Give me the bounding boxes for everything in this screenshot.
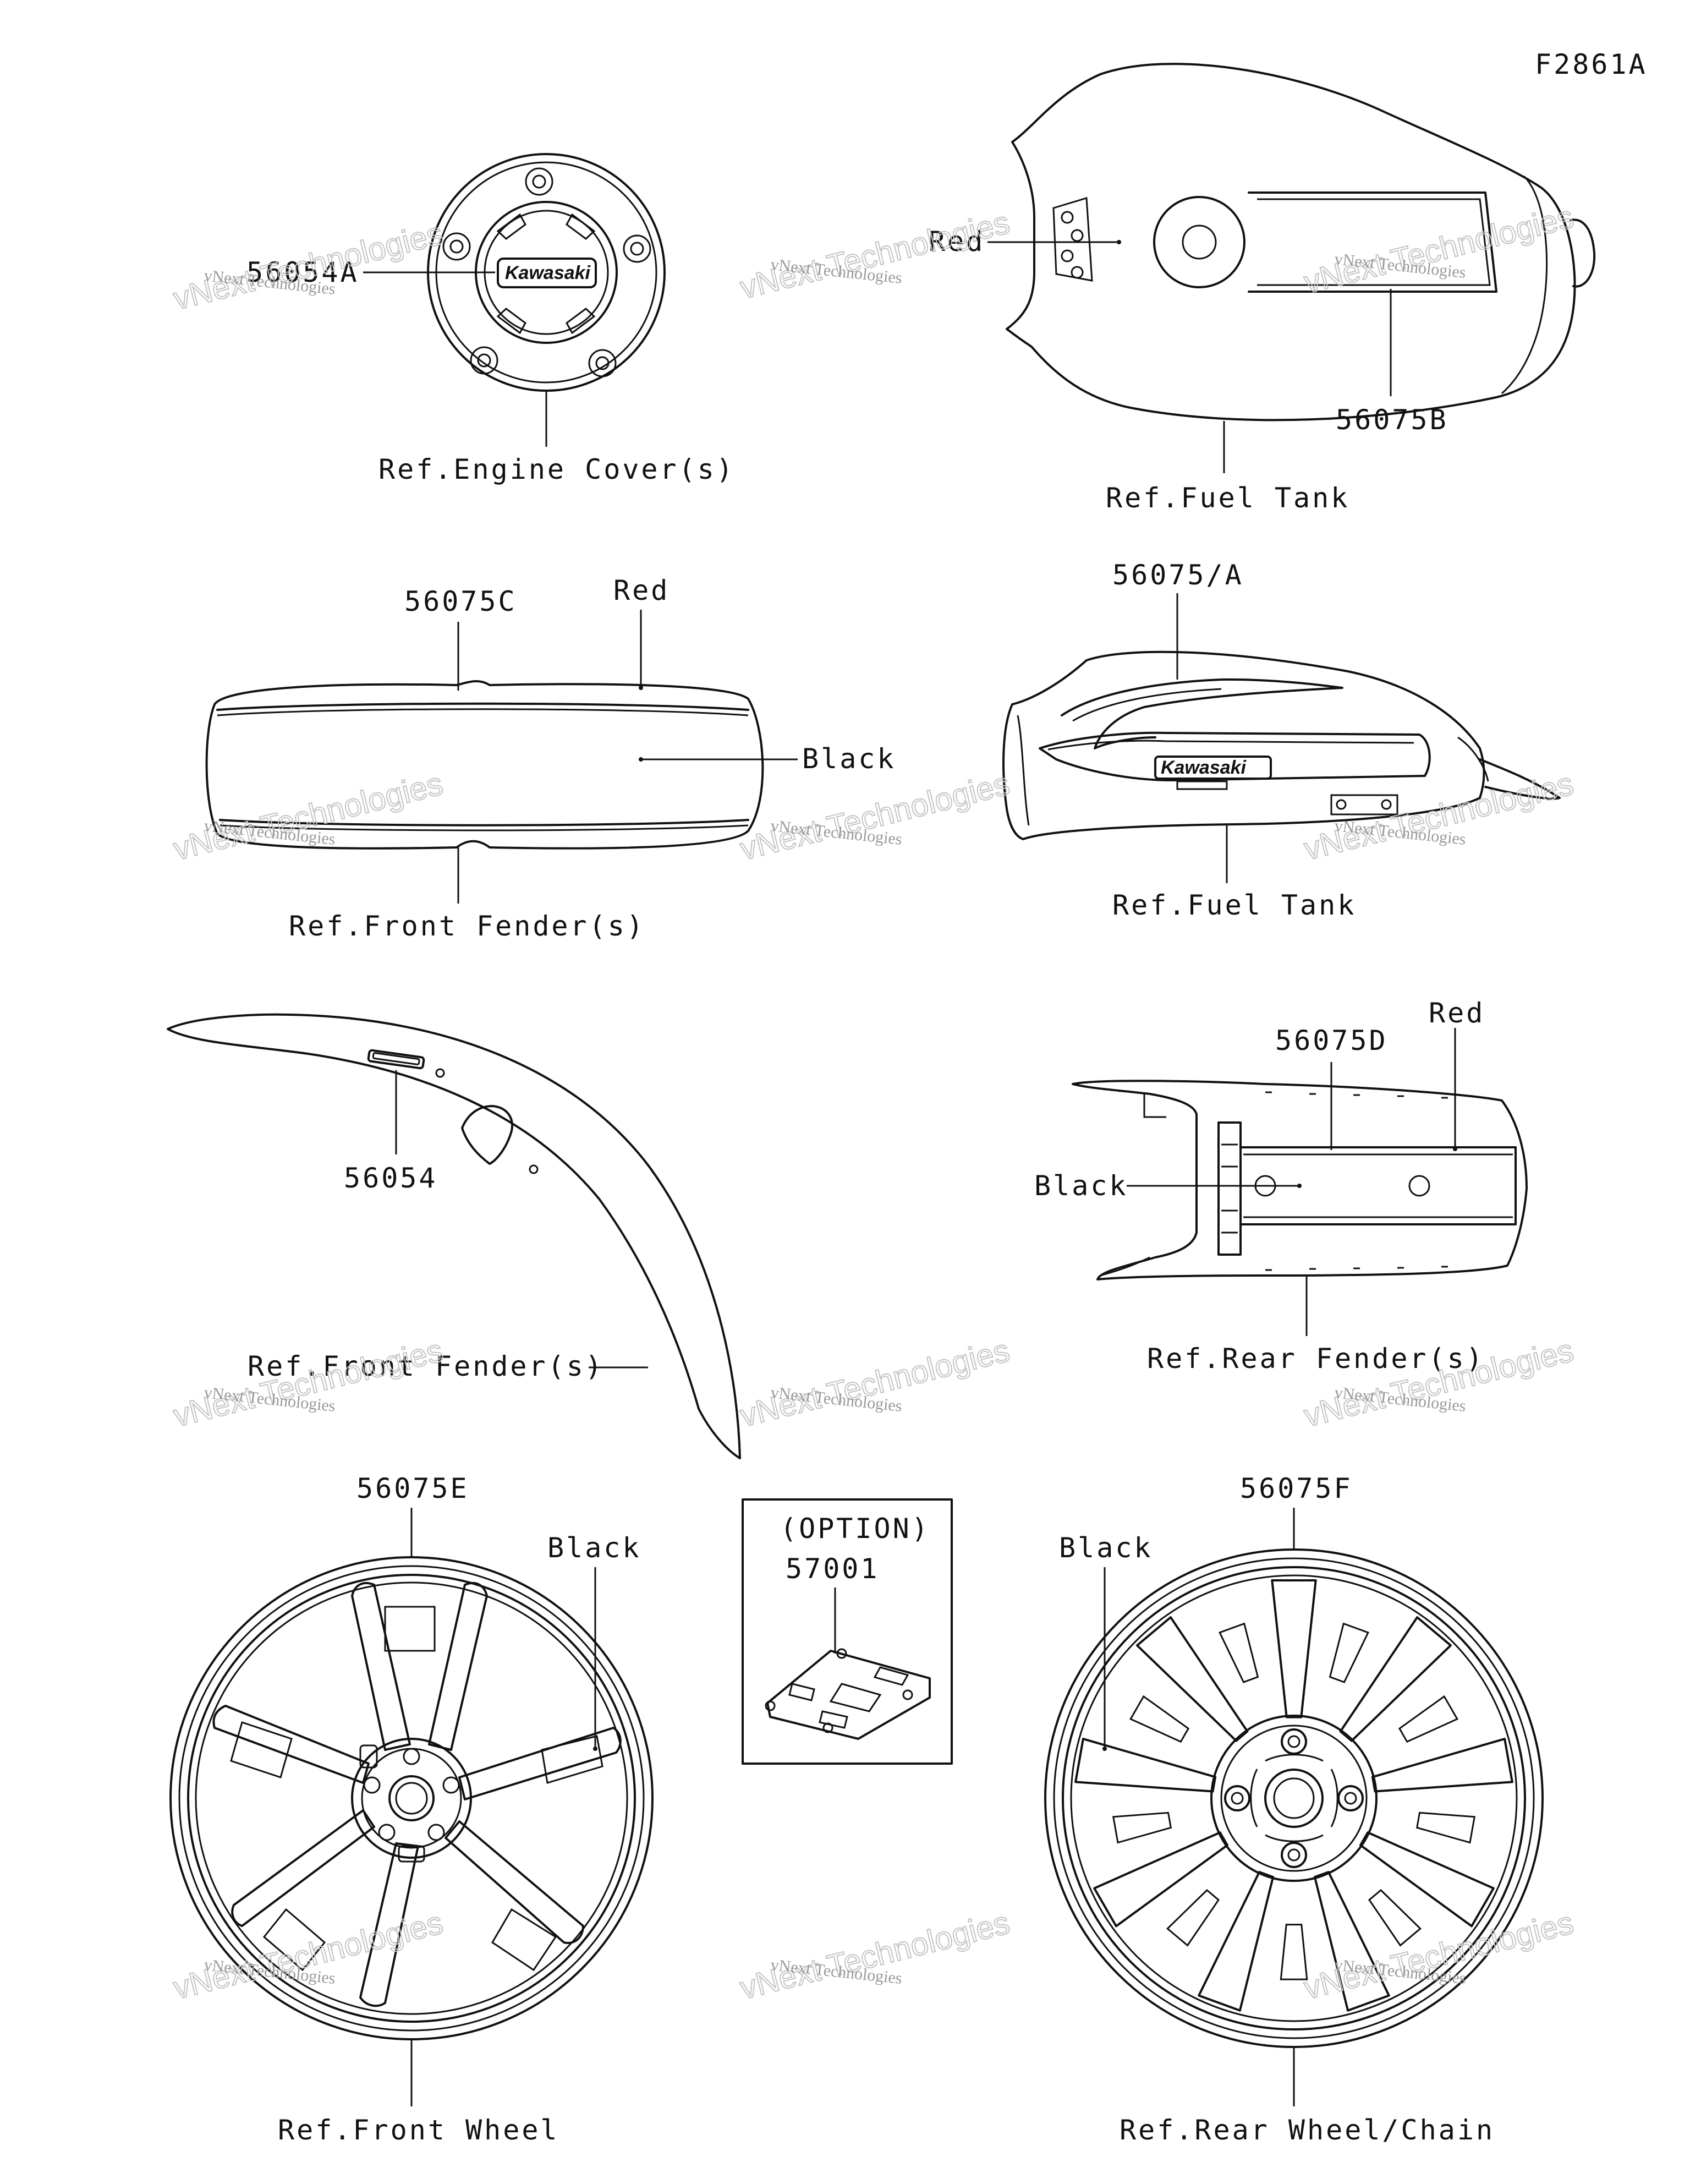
option-title-label: (OPTION) [780,1513,930,1545]
rear-fender-red-label: Red [1429,997,1485,1029]
rear-wheel-part-label: 56075F [1240,1473,1353,1504]
rear-wheel-spoke [1371,1738,1513,1793]
option-box [742,1498,953,1765]
front-fender-top-black-label: Black [802,743,896,775]
front-wheel-part-label: 56075E [356,1473,469,1504]
fuel-tank-side-drawing: Kawasaki [1002,650,1561,840]
tank-side-part-label: 56075/A [1112,559,1244,591]
front-fender-top-red-label: Red [613,574,670,606]
watermark-large-text: vNext Technologies [170,1904,447,2006]
watermark-large-text: vNext Technologies [737,765,1013,867]
watermark-large-text: vNext Technologies [170,1332,447,1433]
fuel-tank-top-drawing [1006,63,1596,422]
figure-code: F2861A [1535,48,1648,80]
engine-cover-part-label: 56054A [246,256,359,288]
watermark-large-text: vNext Technologies [170,215,447,316]
rear-fender-black-label: Black [1034,1170,1128,1202]
tank-top-part-label: 56075B [1336,404,1448,436]
watermark-large-text: vNext Technologies [1301,765,1577,867]
watermark-large-text: vNext Technologies [737,1904,1013,2006]
rear-wheel-window-pad [1112,1811,1172,1844]
front-fender-side-drawing [167,1013,741,1459]
rear-wheel-drawing [1044,1548,1544,2048]
engine-cover-logo: Kawasaki [505,262,591,283]
rear-wheel-spoke [1359,1831,1495,1928]
rear-wheel-spoke [1271,1579,1317,1718]
rear-wheel-window-pad [1166,1889,1220,1947]
watermark-large-text: vNext Technologies [737,1332,1013,1433]
watermark-large-text: vNext Technologies [1301,1904,1577,2006]
front-fender-top-part-label: 56075C [404,585,517,617]
rear-wheel-spoke [1093,1831,1228,1928]
rear-fender-ref-label: Ref.Rear Fender(s) [1147,1343,1485,1375]
tank-top-color-label: Red [929,226,985,258]
front-fender-top-drawing [205,680,764,850]
rear-wheel-window-pad [1129,1695,1190,1743]
rear-wheel-window-pad [1398,1695,1459,1743]
front-fender-side-part-label: 56054 [344,1162,438,1194]
engine-cover-ref-label: Ref.Engine Cover(s) [378,453,735,485]
rear-wheel-window-pad [1415,1811,1476,1844]
front-wheel-ref-label: Ref.Front Wheel [278,2114,559,2146]
option-part-label: 57001 [786,1553,880,1585]
tank-side-logo: Kawasaki [1161,757,1247,778]
rear-wheel-window-pad [1280,1924,1308,1980]
rear-fender-drawing [1072,1080,1528,1280]
rear-wheel-spoke [1198,1871,1275,2012]
rear-wheel-window-pad [1368,1889,1422,1947]
rear-wheel-spoke [1339,1616,1452,1742]
rear-wheel-spoke [1074,1738,1217,1793]
front-fender-side-ref-label: Ref.Front Fender(s) [248,1350,604,1382]
tank-side-ref-label: Ref.Fuel Tank [1112,889,1356,921]
rear-wheel-black-label: Black [1059,1532,1153,1564]
rear-fender-part-label: 56075D [1275,1025,1388,1057]
rear-wheel-window-pad [1219,1622,1259,1683]
rear-wheel-window-pad [1329,1622,1369,1683]
rear-wheel-spoke [1313,1871,1390,2012]
front-wheel-black-label: Black [547,1532,641,1564]
tank-top-ref-label: Ref.Fuel Tank [1106,482,1349,514]
rear-wheel-ref-label: Ref.Rear Wheel/Chain [1120,2114,1495,2146]
rear-wheel-spoke [1136,1616,1249,1742]
front-fender-top-ref-label: Ref.Front Fender(s) [289,910,645,942]
